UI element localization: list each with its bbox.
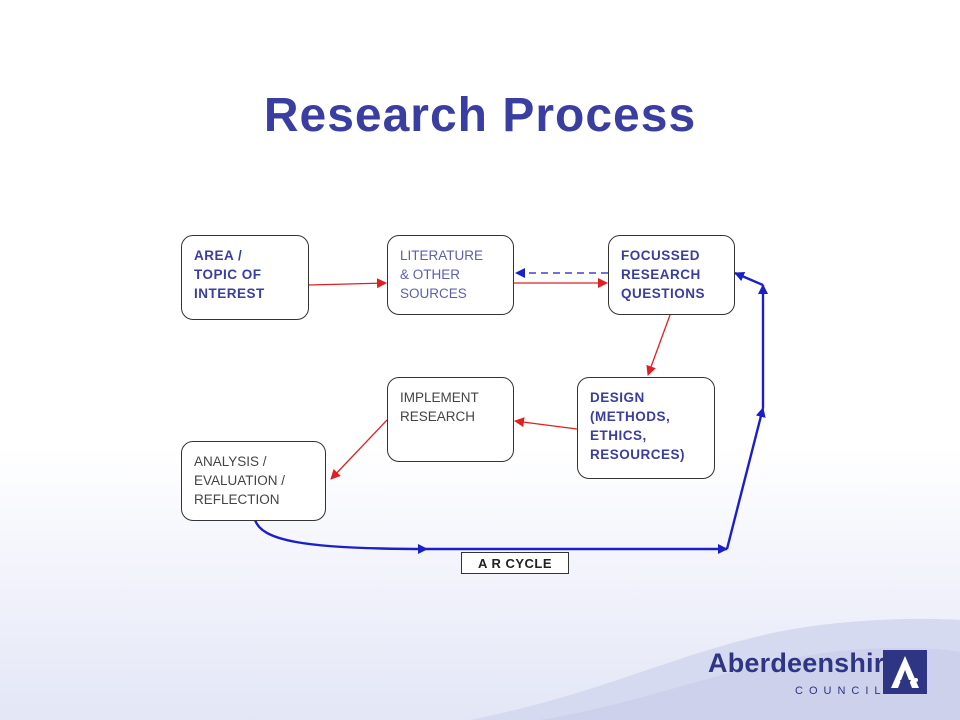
logo-name: Aberdeenshire [708,648,900,678]
ar-cycle-label: A R CYCLE [461,552,569,574]
node-design: DESIGN (METHODS, ETHICS, RESOURCES) [577,377,715,479]
node-literature: LITERATURE & OTHER SOURCES [387,235,514,315]
council-logo-icon [883,650,927,694]
node-area-topic: AREA / TOPIC OF INTEREST [181,235,309,320]
node-focussed-questions: FOCUSSED RESEARCH QUESTIONS [608,235,735,315]
logo-sub: COUNCIL [795,685,887,697]
node-implement-research: IMPLEMENT RESEARCH [387,377,514,462]
arrow-implement-to-analysis [330,419,388,480]
arrow-focussed-to-design [646,314,671,376]
node-analysis: ANALYSIS / EVALUATION / REFLECTION [181,441,326,521]
arrow-design-to-implement [514,417,578,430]
cycle-curve [253,519,428,554]
cycle-diagonal-line [725,407,766,550]
page-title: Research Process [263,89,697,142]
cycle-return-line [734,271,764,287]
arrow-area-to-literature [308,278,387,289]
